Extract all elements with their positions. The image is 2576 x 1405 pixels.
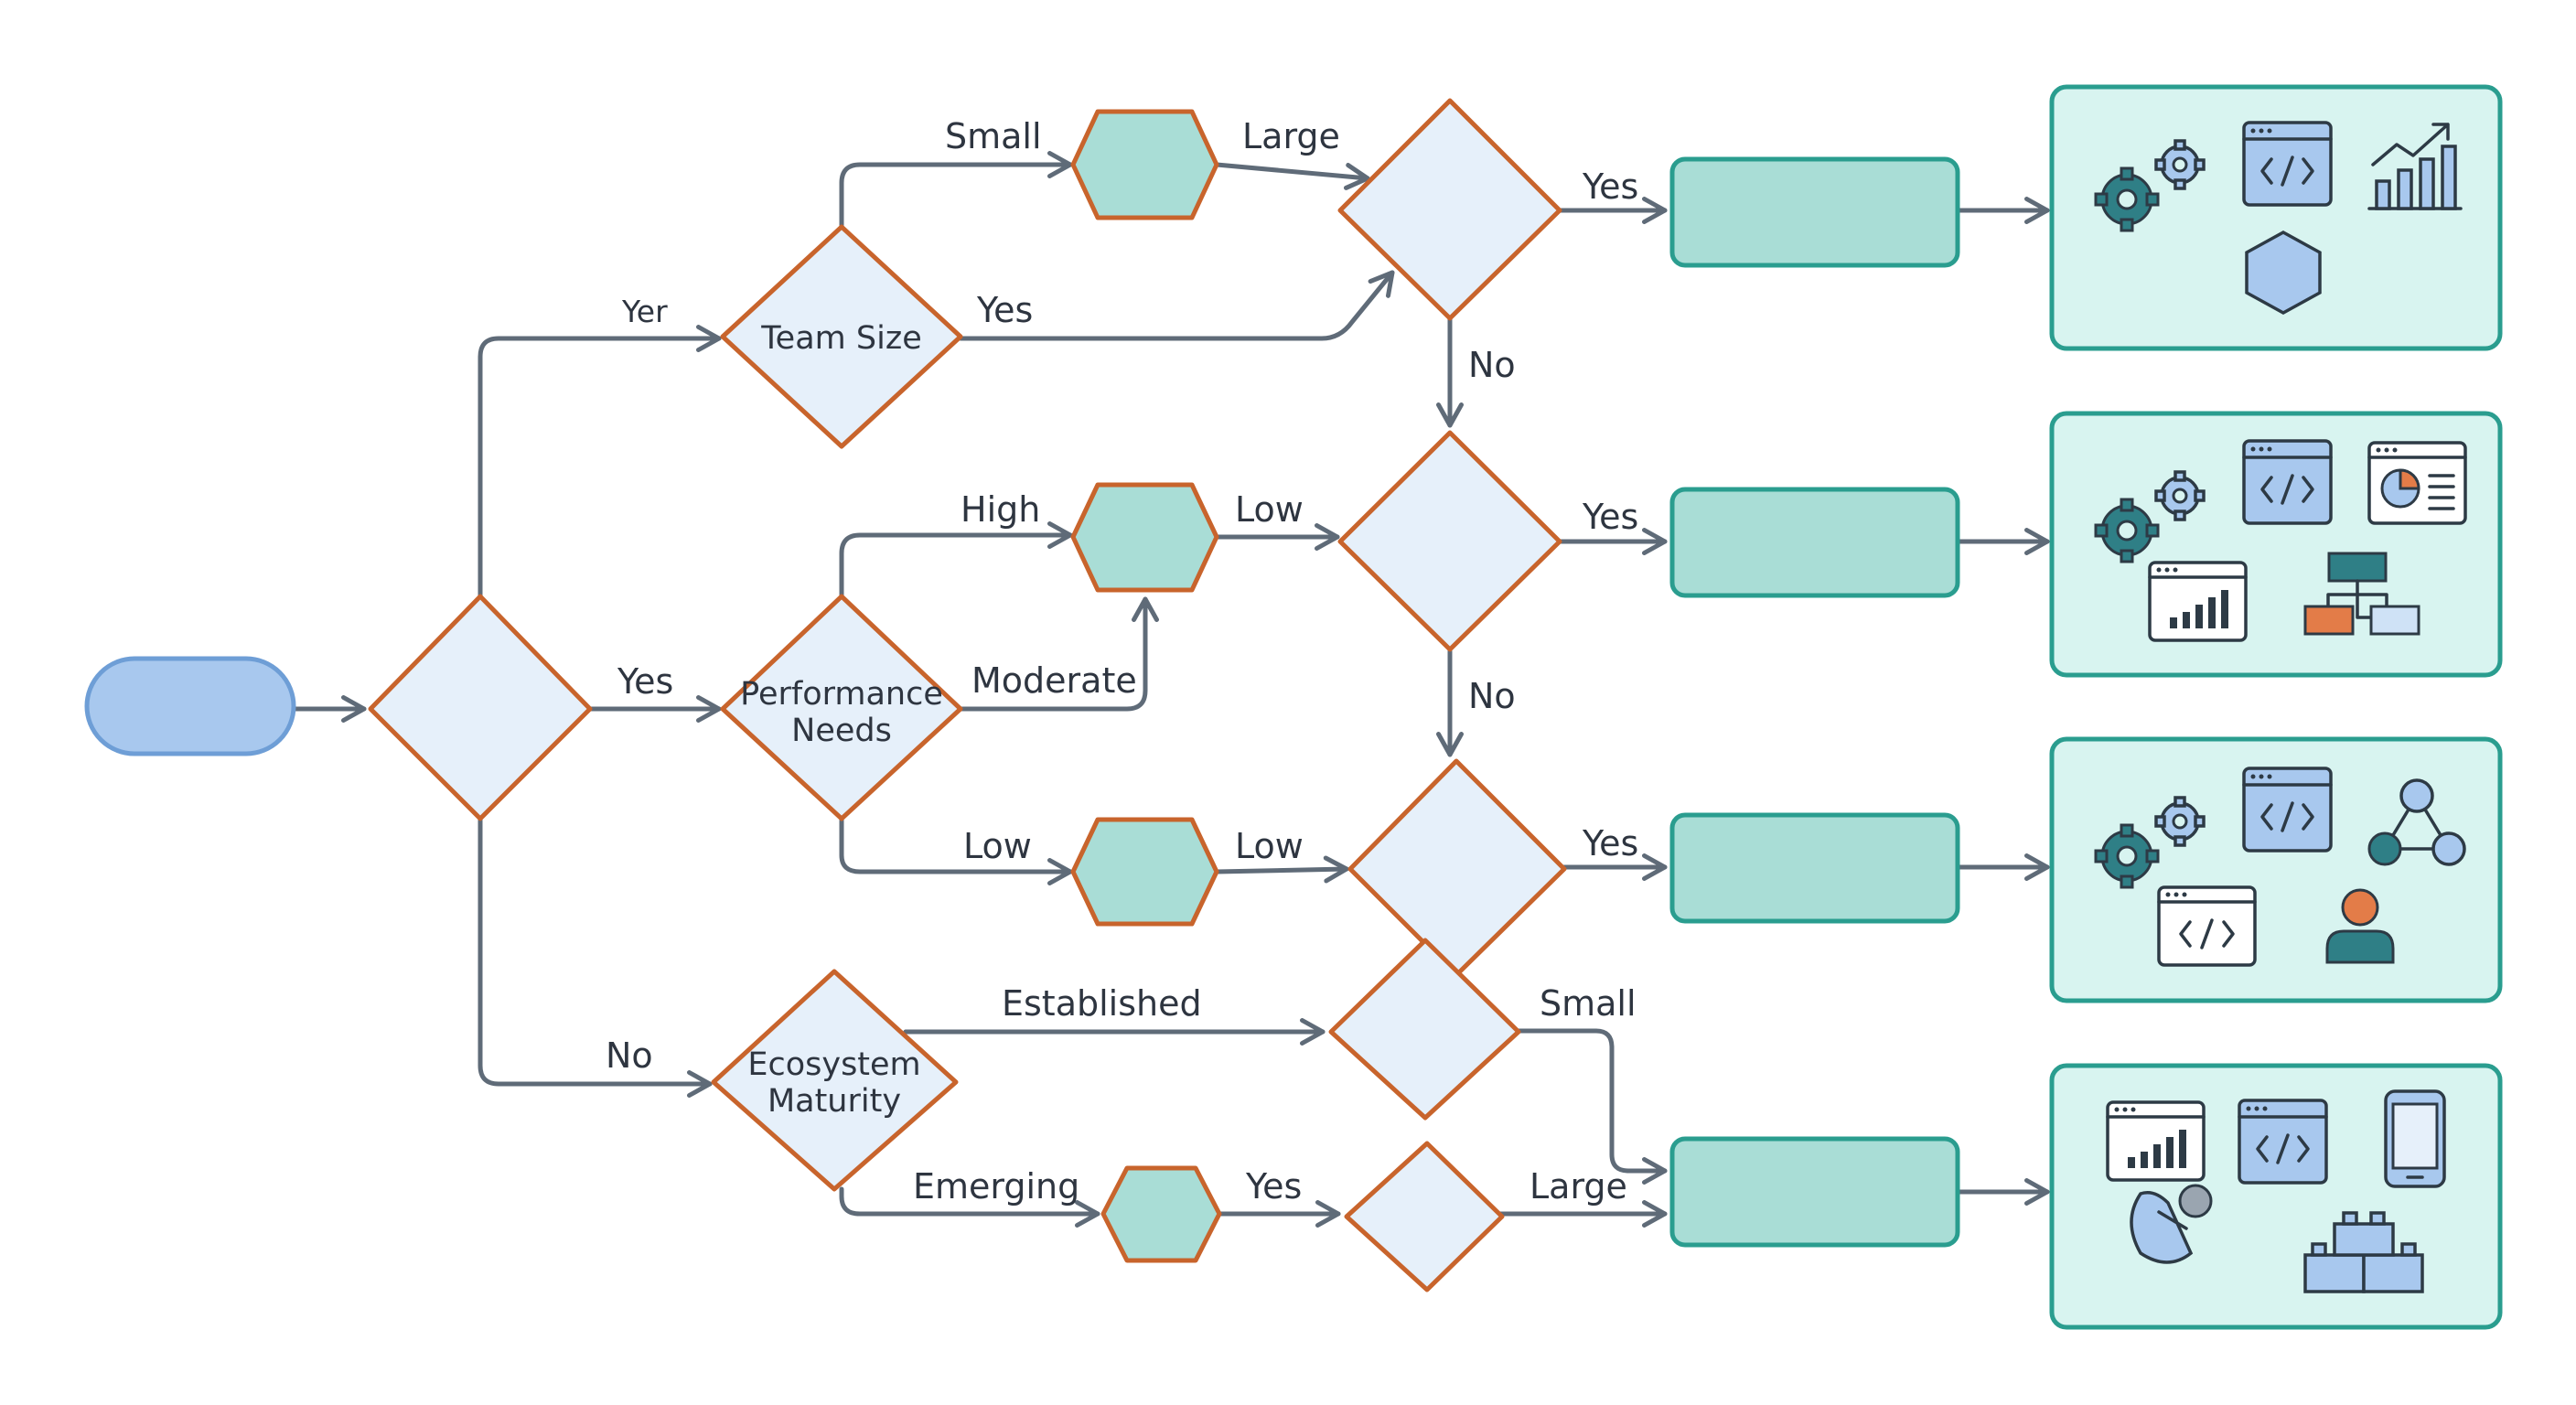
robot-arm-icon (2130, 1184, 2213, 1264)
bar-chart-window-icon (2106, 1100, 2206, 1182)
label-low-perf: Low (963, 826, 1032, 866)
label-small-top: Small (945, 116, 1042, 156)
label-yes-root: Yes (617, 661, 673, 702)
growth-chart-icon (2367, 123, 2463, 210)
team-size-label: Team Size (760, 320, 921, 357)
label-moderate: Moderate (971, 660, 1137, 701)
ecosystem-maturity-decision[interactable] (711, 969, 959, 1192)
performance-needs-label: Performance (740, 676, 943, 713)
result-box-4[interactable] (1669, 1136, 1960, 1248)
label-yes-d3: Yes (1582, 823, 1638, 863)
network-icon (2367, 778, 2466, 866)
code-window-icon (2242, 767, 2333, 853)
hierarchy-icon (2303, 552, 2420, 636)
mobile-icon (2384, 1089, 2446, 1188)
performance-needs-label-2: Needs (791, 713, 892, 749)
bar-chart-window-icon (2148, 561, 2248, 642)
code-window-icon (2157, 885, 2257, 967)
label-low-hex2: Low (1235, 489, 1304, 530)
result-box-3[interactable] (1669, 812, 1960, 924)
user-icon (2325, 888, 2395, 964)
edge-eco-emerging (839, 1186, 1100, 1228)
hex-node-3[interactable] (1070, 817, 1219, 927)
decision-1[interactable] (1337, 98, 1562, 321)
label-yes-team: Yes (976, 290, 1033, 330)
hex-node-2[interactable] (1070, 482, 1219, 593)
gears-icon (2094, 796, 2206, 889)
hex-node-1[interactable] (1070, 109, 1219, 220)
gears-icon (2094, 470, 2206, 563)
label-yes-d1: Yes (1582, 166, 1638, 207)
label-established: Established (1002, 983, 1202, 1024)
edge-perf-moderate (958, 596, 1159, 712)
team-size-decision[interactable] (720, 224, 963, 449)
code-window-icon (2238, 1099, 2328, 1185)
edge-team-small (839, 151, 1073, 230)
blocks-icon (2303, 1211, 2424, 1293)
edge-team-d1 (958, 270, 1395, 341)
label-yer: Yer (621, 294, 668, 329)
edge-hex1-d1 (1214, 162, 1370, 190)
ecosystem-maturity-label-2: Maturity (767, 1083, 901, 1120)
gears-icon (2094, 139, 2206, 232)
result-box-1[interactable] (1669, 156, 1960, 268)
edge-perf-low (839, 816, 1073, 885)
label-high: High (961, 489, 1040, 530)
result-box-2[interactable] (1669, 487, 1960, 598)
edge-root-eco (478, 816, 713, 1098)
decision-3[interactable] (1347, 758, 1567, 978)
ecosystem-maturity-label: Ecosystem (747, 1046, 920, 1083)
performance-needs-decision[interactable] (720, 594, 963, 821)
edge-perf-high (839, 521, 1073, 599)
edges (292, 151, 2050, 1228)
code-window-icon (2242, 439, 2333, 525)
decision-4[interactable] (1328, 938, 1521, 1121)
label-no-d2: No (1468, 676, 1516, 716)
edge-labels: Yer Yes No Small Large Yes Yes No High L… (606, 116, 1638, 1207)
label-yes-hex4: Yes (1245, 1166, 1302, 1207)
start-node[interactable] (84, 656, 296, 756)
label-yes-d2: Yes (1582, 497, 1638, 537)
hex-node-4[interactable] (1100, 1165, 1222, 1263)
root-decision[interactable] (368, 594, 593, 821)
label-small-bottom: Small (1540, 983, 1637, 1024)
decision-5[interactable] (1344, 1141, 1505, 1292)
label-large-top: Large (1242, 116, 1340, 156)
edge-hex3-d3 (1214, 855, 1349, 884)
label-no-root: No (606, 1035, 653, 1076)
edge-d4-res4 (1516, 1028, 1668, 1185)
decision-2[interactable] (1337, 430, 1562, 652)
label-low-hex3: Low (1235, 826, 1304, 866)
label-emerging: Emerging (913, 1166, 1079, 1207)
dashboard-icon (2367, 441, 2467, 525)
label-no-d1: No (1468, 345, 1516, 385)
edge-root-team (478, 325, 722, 599)
code-window-icon (2242, 121, 2333, 207)
label-large-bottom: Large (1530, 1166, 1627, 1207)
hexagon-icon (2245, 231, 2322, 315)
